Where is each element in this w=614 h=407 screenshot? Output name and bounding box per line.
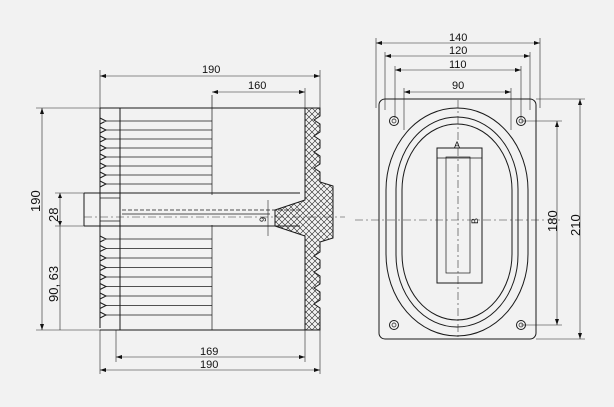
label-b: B [470, 218, 480, 224]
dim-bottom-inner: 169 [200, 346, 218, 358]
fin-tooth [99, 117, 108, 188]
side-rib-lines-upper [106, 120, 212, 185]
dim-140: 140 [449, 32, 467, 44]
side-section-hatched [274, 107, 334, 331]
label-a: A [454, 140, 460, 150]
front-view: A B 140 120 110 90 [355, 32, 585, 340]
side-rib-lines-lower [106, 238, 212, 316]
front-flange-square [378, 98, 537, 340]
dim-90: 90 [452, 80, 464, 92]
front-oval-outlines [385, 107, 529, 337]
dim-gap: 9 [258, 217, 268, 222]
dim-110: 110 [449, 59, 467, 71]
side-dimensions: 190 160 190 28 90, 63 9 [28, 64, 345, 374]
dim-lower: 90, 63 [46, 266, 61, 302]
side-fins-upper [99, 117, 108, 188]
side-body-outline [83, 95, 305, 331]
front-inner-slot [436, 147, 483, 284]
side-view: 190 160 190 28 90, 63 9 [28, 64, 345, 374]
dim-180: 180 [545, 210, 560, 232]
dim-210: 210 [568, 214, 583, 236]
side-fins-lower [99, 235, 108, 319]
dim-120: 120 [449, 45, 467, 57]
dim-overall-width: 190 [202, 64, 220, 76]
dim-bottom-overall: 190 [200, 359, 218, 371]
front-dimensions: 140 120 110 90 180 [375, 32, 585, 340]
dim-inner-top: 160 [248, 80, 266, 92]
fin-tooth [99, 235, 108, 319]
dim-flange: 28 [46, 208, 61, 222]
dim-height: 190 [28, 190, 43, 212]
